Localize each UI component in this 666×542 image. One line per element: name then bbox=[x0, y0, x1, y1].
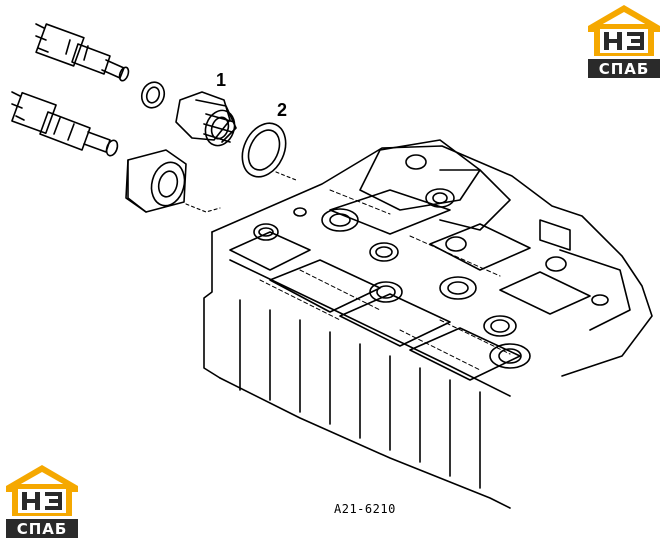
svg-text:СПАБ: СПАБ bbox=[599, 60, 650, 78]
small-washer bbox=[140, 81, 166, 109]
sensor-lower bbox=[11, 91, 119, 157]
engine-block bbox=[203, 139, 653, 509]
adapter-part-1 bbox=[175, 91, 237, 147]
sensor-upper bbox=[35, 23, 130, 82]
callout-2: 2 bbox=[277, 100, 288, 120]
callout-1: 1 bbox=[216, 70, 227, 90]
svg-text:СПАБ: СПАБ bbox=[17, 520, 68, 538]
sleeve bbox=[125, 149, 187, 213]
brand-logo-top: СПАБ bbox=[588, 5, 660, 78]
brand-logo-bottom: СПАБ bbox=[6, 465, 78, 538]
figure-code: A21-6210 bbox=[334, 502, 396, 516]
seal-ring-part-2 bbox=[241, 122, 287, 178]
